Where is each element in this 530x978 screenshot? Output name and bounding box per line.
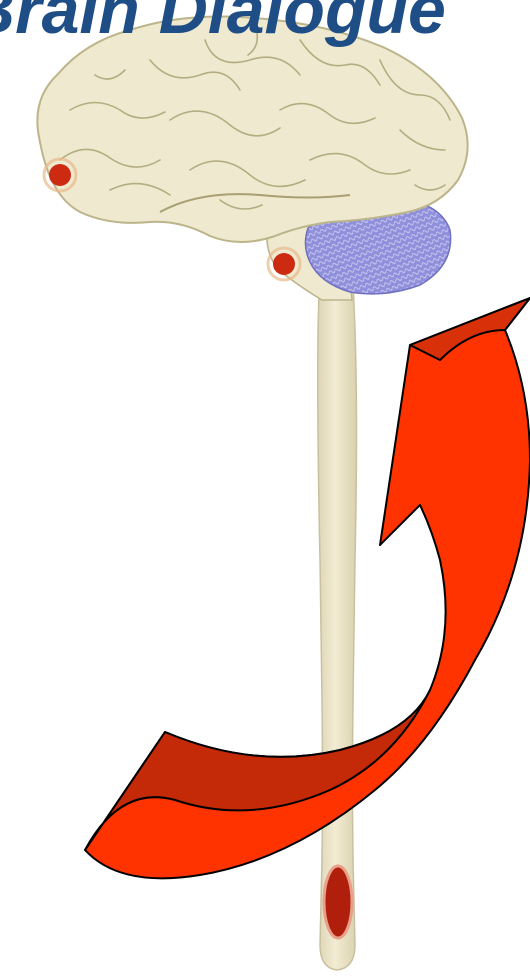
ascending-arrow xyxy=(85,298,530,878)
brainstem-lesion-dot xyxy=(273,253,295,275)
spinal-lesion xyxy=(324,866,352,938)
slide-title: Brain Dialogue xyxy=(0,0,530,44)
frontal-lesion-dot xyxy=(49,164,71,186)
spinal-cord xyxy=(318,255,357,970)
